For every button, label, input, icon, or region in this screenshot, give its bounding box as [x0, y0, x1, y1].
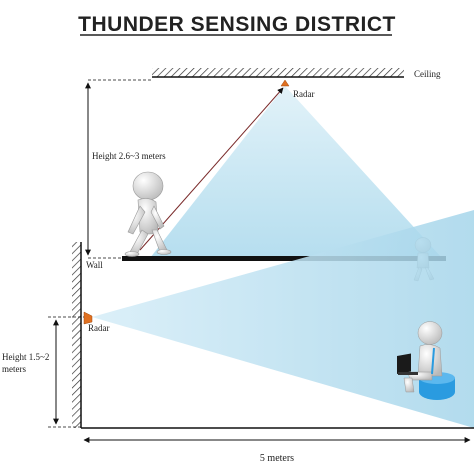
radar-detection-line	[139, 87, 284, 251]
height-bottom-label-line2: meters	[2, 364, 26, 374]
radar-wall-label: Radar	[88, 323, 110, 333]
radar-wall-icon	[83, 311, 93, 325]
wall-label: Wall	[86, 260, 103, 270]
ceiling	[152, 68, 404, 78]
radar-top-beam	[150, 86, 442, 258]
walking-person-icon	[124, 171, 172, 257]
height-top-label: Height 2.6~3 meters	[92, 151, 166, 161]
radar-top-label: Radar	[293, 89, 315, 99]
height-top-dimension	[85, 79, 152, 256]
height-bottom-dimension	[48, 316, 84, 428]
upper-floor-bar	[122, 256, 446, 261]
height-bottom-label-line1: Height 1.5~2	[2, 352, 49, 362]
radar-top-icon	[280, 79, 290, 87]
width-label: 5 meters	[260, 453, 294, 464]
radar-wall-beam	[92, 210, 474, 428]
page-title: THUNDER SENSING DISTRICT	[78, 13, 396, 36]
seated-person-laptop-icon	[397, 321, 455, 400]
ceiling-label: Ceiling	[414, 69, 441, 79]
wall	[72, 242, 82, 428]
